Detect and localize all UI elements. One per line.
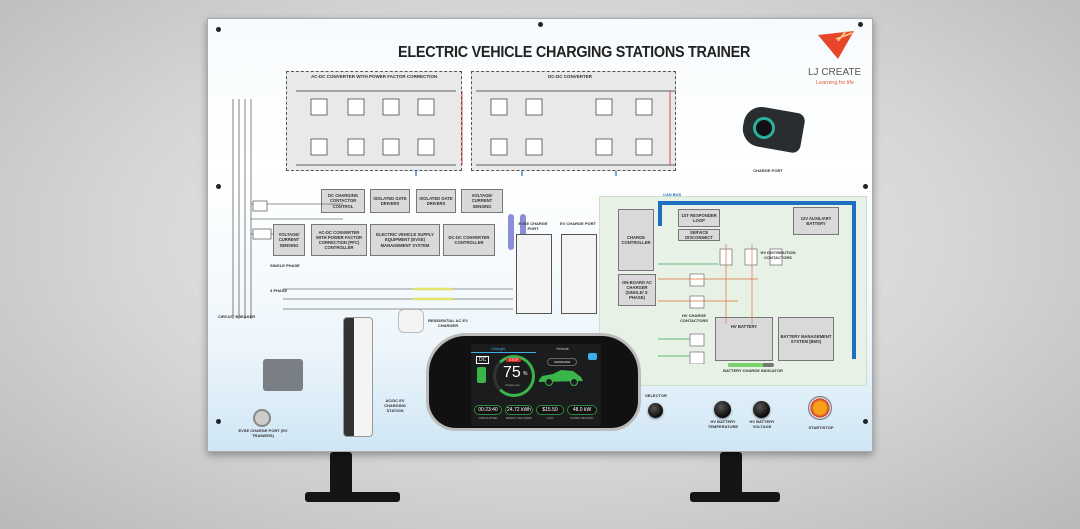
charge-port-label: CHARGE PORT (753, 168, 783, 173)
isolated-gate-drivers-2: ISOLATED GATE DRIVERS (416, 189, 456, 213)
filter-coil (508, 214, 514, 250)
dcdc-converter-controller: DC-DC CONVERTER CONTROLLER (443, 224, 495, 256)
service-disconnect-top: SERVICE DISCONNECT (678, 229, 720, 241)
circuit-breaker-label: CIRCUIT BREAKER (218, 314, 256, 319)
aux-battery: 12V AUXILIARY BATTERY (793, 207, 839, 235)
evse-charge-port-trainers-label: EVSE CHARGE PORT (EV TRAINERS) (238, 428, 288, 438)
stat-time-caption: TIME ELAPSED (478, 417, 498, 420)
screw (538, 22, 543, 27)
start-stop-label: START/STOP (808, 425, 834, 430)
trainer-panel: ELECTRIC VEHICLE CHARGING STATIONS TRAIN… (207, 18, 873, 452)
pfc-controller: AC-DC CONVERTER WITH POWER FACTOR CORREC… (311, 224, 367, 256)
stop-button[interactable]: STOP (506, 358, 522, 362)
battery-charge-fill (728, 363, 763, 367)
charge-ring (493, 355, 535, 397)
mode-badge: DC (476, 356, 490, 364)
hv-temperature-knob[interactable] (714, 401, 731, 418)
logo: LJ CREATE Learning for life (808, 27, 870, 92)
stat-power-caption: POWER DELIVERY (570, 417, 594, 420)
grid-circuit (232, 99, 513, 319)
can-bus-line-left (658, 201, 662, 226)
page-title: ELECTRIC VEHICLE CHARGING STATIONS TRAIN… (398, 44, 751, 61)
tab-charger[interactable]: Charger (491, 346, 506, 351)
selector-label: SELECTOR (645, 393, 667, 398)
evse-charge-port (516, 234, 552, 314)
hv-voltage-knob[interactable] (753, 401, 770, 418)
hv-battery: HV BATTERY (715, 317, 773, 361)
screw (858, 22, 863, 27)
hv-temperature-label: HV BATTERY TEMPERATURE (707, 419, 739, 429)
charging-station (343, 317, 373, 437)
filter-coil (520, 214, 526, 250)
charge-controller: CHARGE CONTROLLER (618, 209, 654, 271)
stat-time: 00:23:40 (474, 405, 502, 415)
stat-power: 48.0 kW (567, 405, 597, 415)
evse-charge-port-trainers[interactable] (253, 409, 271, 427)
ev-charge-port (561, 234, 597, 314)
can-bus-line (658, 201, 856, 359)
settings-icon[interactable] (588, 353, 597, 360)
single-phase-label: SINGLE PHASE (270, 263, 300, 268)
isolated-gate-drivers-1: ISOLATED GATE DRIVERS (370, 189, 410, 213)
screw (216, 27, 221, 32)
screw (863, 184, 868, 189)
battery-indicator-label: BATTERY CHARGE INDICATOR (723, 368, 783, 373)
screw (863, 419, 868, 424)
selector-button[interactable] (648, 403, 663, 418)
stand-right-foot (690, 492, 780, 502)
start-stop-button[interactable] (808, 396, 832, 420)
stand-left (330, 452, 352, 497)
battery-charge-indicator (728, 363, 774, 367)
charge-port-socket (753, 117, 775, 139)
stand-left-foot (305, 492, 400, 502)
car-icon (539, 370, 583, 386)
stat-energy-caption: ENERGY DELIVERED (505, 417, 533, 420)
residential-charger (398, 309, 424, 333)
transformer (263, 359, 303, 391)
status-badge: CHARGING (547, 358, 578, 366)
screw (216, 419, 221, 424)
converter-circuit (296, 90, 676, 176)
hv-voltage-label: HV BATTERY VOLTAGE (749, 419, 775, 429)
stat-cost: $15.50 (536, 405, 564, 415)
voltage-current-sensing-top: VOLTAGE/ CURRENT SENSING (461, 189, 503, 213)
stand-right (720, 452, 742, 497)
hv-distribution-label: HV DISTRIBUTION CONTACTORS (760, 250, 796, 260)
bms: BATTERY MANAGEMENT SYSTEM (BMS) (778, 317, 834, 361)
tab-underline (471, 352, 536, 353)
first-responder-loop: 1ST RESPONDER LOOP (678, 209, 720, 227)
screw (216, 184, 221, 189)
can-bus-label: CAN BUS (663, 192, 682, 197)
charge-percent: 75 (503, 364, 521, 381)
ev-charge-port-label: EV CHARGE PORT (559, 221, 596, 226)
evse-management-system: ELECTRIC VEHICLE SUPPLY EQUIPMENT (EVSE)… (370, 224, 440, 256)
acdc-converter-label: AC-DC CONVERTER WITH POWER FACTOR CORREC… (311, 74, 438, 79)
tab-vehicle[interactable]: Vehicle (556, 346, 569, 351)
dc-contactor-control: DC CHARGING CONTACTOR CONTROL (321, 189, 365, 213)
logo-brand: LJ CREATE (808, 67, 862, 78)
stat-cost-caption: COST (546, 417, 554, 420)
dcdc-converter-label: DC-DC CONVERTER (548, 74, 593, 79)
contactor-circuit (658, 244, 783, 364)
three-phase-label: 3 PHASE (270, 288, 288, 293)
logo-icon (818, 30, 854, 59)
evse-charge-port-label: EVSE CHARGE PORT (518, 221, 548, 231)
onboard-ac-charger: ON-BOARD AC CHARGER (SINGLE/ 3-PHASE) (618, 274, 656, 306)
charger-display: Charger Vehicle DC STOP 75 % charging ra… (471, 344, 601, 426)
voltage-current-sensing-left: VOLTAGE/ CURRENT SENSING (273, 224, 305, 256)
residential-label: RESIDENTIAL AC EV CHARGER (428, 318, 468, 328)
hv-charge-label: HV CHARGE CONTACTORS (680, 313, 708, 323)
stat-energy: 24.72 kWh (505, 405, 533, 415)
logo-tagline: Learning for life (816, 80, 854, 86)
charge-subtext: charging rate (505, 384, 520, 387)
station-label: AC/DC EV CHARGING STATION (384, 398, 406, 413)
percent-unit: % (523, 371, 528, 377)
charger-icon (477, 367, 486, 383)
